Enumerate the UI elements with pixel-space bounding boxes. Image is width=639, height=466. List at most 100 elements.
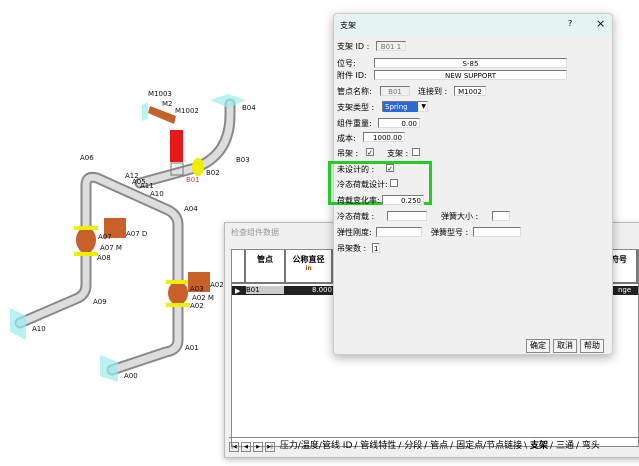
tab-tee[interactable]: 三通 — [555, 441, 574, 451]
valve-a07 — [76, 227, 96, 253]
tab-node[interactable]: 管点 — [430, 441, 449, 451]
node-label: A10 — [150, 190, 164, 198]
node-label: A10 — [32, 325, 46, 333]
highlight-box — [328, 161, 432, 205]
valve-a02 — [168, 281, 188, 305]
cold-load-input[interactable] — [387, 211, 427, 221]
structure-m2 — [148, 106, 176, 124]
dialog-title: 支架 — [340, 21, 356, 30]
node-label: A07 M — [100, 244, 122, 252]
chevron-down-icon[interactable]: ▼ — [421, 103, 426, 110]
undesigned-label: 未设计的 : — [337, 165, 375, 174]
node-label: A03 — [190, 285, 204, 293]
node-label: A01 — [185, 344, 199, 352]
column-header-node[interactable]: 管点 — [246, 250, 286, 284]
cost-label: 成本: — [337, 134, 356, 143]
actuator-a07 — [104, 218, 126, 238]
sheet-tabs: |◀◀▶▶| 压力/温度/管线 ID/ 管线特性/ 分段/ 管点/ 固定点/节点… — [229, 437, 639, 452]
attach-id-input[interactable]: NEW SUPPORT — [374, 70, 567, 80]
node-label: B02 — [206, 169, 220, 177]
piping-3d-model[interactable] — [0, 0, 330, 466]
node-label: M1003 — [148, 90, 172, 98]
load-variation-label: 荷载变化率: — [337, 196, 380, 205]
cell-node[interactable]: B01 — [246, 286, 284, 294]
stiffness-input[interactable] — [376, 227, 422, 237]
weight-label: 组件重量: — [337, 119, 372, 128]
support-b01 — [170, 162, 184, 176]
cold-design-label: 冷态荷载设计: — [337, 180, 388, 189]
spring-model-input[interactable] — [473, 227, 521, 237]
anchor-a10 — [10, 308, 26, 340]
node-label: A04 — [184, 205, 198, 213]
load-variation-input[interactable]: 0.250 — [382, 195, 424, 205]
support-label: 支架 : — [387, 149, 409, 158]
support-id-label: 支架 ID : — [337, 42, 370, 51]
cold-design-checkbox[interactable] — [390, 179, 398, 187]
prev-tab-button[interactable]: ◀ — [241, 442, 251, 452]
support-type-select[interactable]: Spring▼ — [382, 101, 428, 112]
node-label: B03 — [236, 156, 250, 164]
cold-load-label: 冷态荷载 : — [337, 212, 375, 221]
node-label: A02 — [210, 281, 224, 289]
window-title: 检查组件数据 — [231, 228, 279, 237]
spring-size-label: 弹簧大小 : — [441, 212, 479, 221]
node-label: A05 — [132, 178, 146, 186]
node-label: A06 — [80, 154, 94, 162]
node-name-label: 管点名称: — [337, 87, 372, 96]
support-checkbox[interactable] — [412, 148, 420, 156]
tab-elbow[interactable]: 弯头 — [581, 441, 600, 451]
undesigned-checkbox[interactable]: ✓ — [386, 164, 394, 173]
actuator-a02 — [188, 272, 210, 292]
ok-button[interactable]: 确定 — [526, 339, 550, 353]
cost-input[interactable]: 1000.00 — [363, 132, 405, 142]
tab-anchor[interactable]: 固定点/节点链接 — [456, 441, 523, 451]
help-button[interactable]: 帮助 — [580, 339, 604, 353]
tab-pressure[interactable]: 压力/温度/管线 ID — [279, 441, 353, 451]
node-label: B01 — [186, 176, 200, 184]
node-label: A07 — [98, 233, 112, 241]
node-label: A12 — [125, 172, 139, 180]
node-label: A11 — [140, 182, 154, 190]
hanger-count-label: 吊架数 : — [337, 244, 367, 253]
weight-input[interactable]: 0.00 — [378, 118, 420, 128]
position-input[interactable]: S-85 — [374, 58, 567, 68]
node-name-field: B01 — [380, 86, 410, 96]
connect-label: 连接到 : — [418, 87, 448, 96]
node-label: A09 — [93, 298, 107, 306]
close-icon[interactable]: × — [596, 17, 606, 30]
flange-b02 — [192, 158, 204, 176]
tab-segment[interactable]: 分段 — [404, 441, 423, 451]
hanger-count-input[interactable]: 1 — [372, 243, 380, 253]
node-label: A07 D — [126, 230, 148, 238]
next-tab-button[interactable]: ▶ — [253, 442, 263, 452]
row-selector-header — [232, 250, 246, 284]
cancel-button[interactable]: 取消 — [553, 339, 577, 353]
tab-line-props[interactable]: 管线特性 — [360, 441, 397, 451]
support-dialog[interactable]: 支架 ? × 支架 ID : B01 1 位号: S-85 附件 ID: NEW… — [328, 13, 613, 355]
support-id-field: B01 1 — [376, 41, 406, 51]
connect-input[interactable]: M1002 — [454, 86, 486, 96]
cell-diameter[interactable]: 8.000 — [311, 286, 332, 294]
anchor-a00 — [100, 355, 118, 382]
spring-model-label: 弹簧型号 : — [431, 228, 469, 237]
tab-support[interactable]: 支架 — [530, 441, 549, 451]
support-type-label: 支架类型 : — [337, 103, 375, 112]
anchor-b04 — [210, 94, 246, 108]
stiffness-label: 弹性刚度: — [337, 228, 372, 237]
node-label: M1002 — [175, 107, 199, 115]
node-label: A02 M — [192, 294, 214, 302]
spring-hanger — [170, 130, 183, 162]
node-label: A00 — [124, 372, 138, 380]
hanger-label: 吊架 : — [337, 149, 359, 158]
first-tab-button[interactable]: |◀ — [229, 442, 239, 452]
spring-size-input[interactable] — [492, 211, 510, 221]
hanger-checkbox[interactable]: ✓ — [366, 148, 374, 157]
position-label: 位号: — [337, 59, 356, 68]
last-tab-button[interactable]: ▶| — [265, 442, 275, 452]
node-label: A02 — [190, 302, 204, 310]
help-icon[interactable]: ? — [568, 19, 573, 28]
attach-id-label: 附件 ID: — [337, 71, 367, 80]
cell-symbol[interactable]: nge — [618, 286, 632, 294]
node-label: B04 — [242, 104, 256, 112]
